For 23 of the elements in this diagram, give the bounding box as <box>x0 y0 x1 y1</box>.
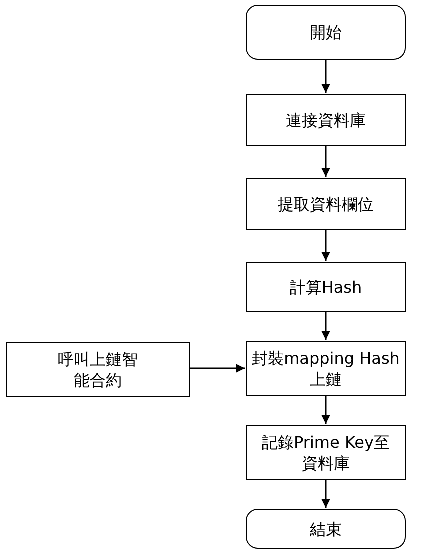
arrow <box>322 396 330 424</box>
arrow <box>322 312 330 340</box>
arrow <box>322 480 330 508</box>
process-box <box>246 425 406 480</box>
process-box <box>246 262 406 312</box>
arrow <box>190 364 245 373</box>
box-label: 計算Hash <box>290 276 362 298</box>
process-box <box>6 342 190 397</box>
terminal-box <box>246 5 406 60</box>
box-label: 連接資料庫 <box>286 110 366 130</box>
box-label: 開始 <box>310 22 342 43</box>
arrow <box>322 146 330 177</box>
arrow <box>322 60 330 93</box>
box-label: 封裝mapping Hash上鏈 <box>251 348 401 390</box>
process-box <box>246 341 406 396</box>
terminal-box <box>246 509 406 549</box>
process-box <box>246 94 406 146</box>
arrow <box>322 230 330 261</box>
process-box <box>246 178 406 230</box>
box-label: 呼叫上鏈智能合約 <box>57 348 139 390</box>
box-label: 記錄Prime Key至資料庫 <box>261 432 391 474</box>
box-label: 提取資料欄位 <box>278 194 374 214</box>
box-label: 結束 <box>310 518 342 540</box>
